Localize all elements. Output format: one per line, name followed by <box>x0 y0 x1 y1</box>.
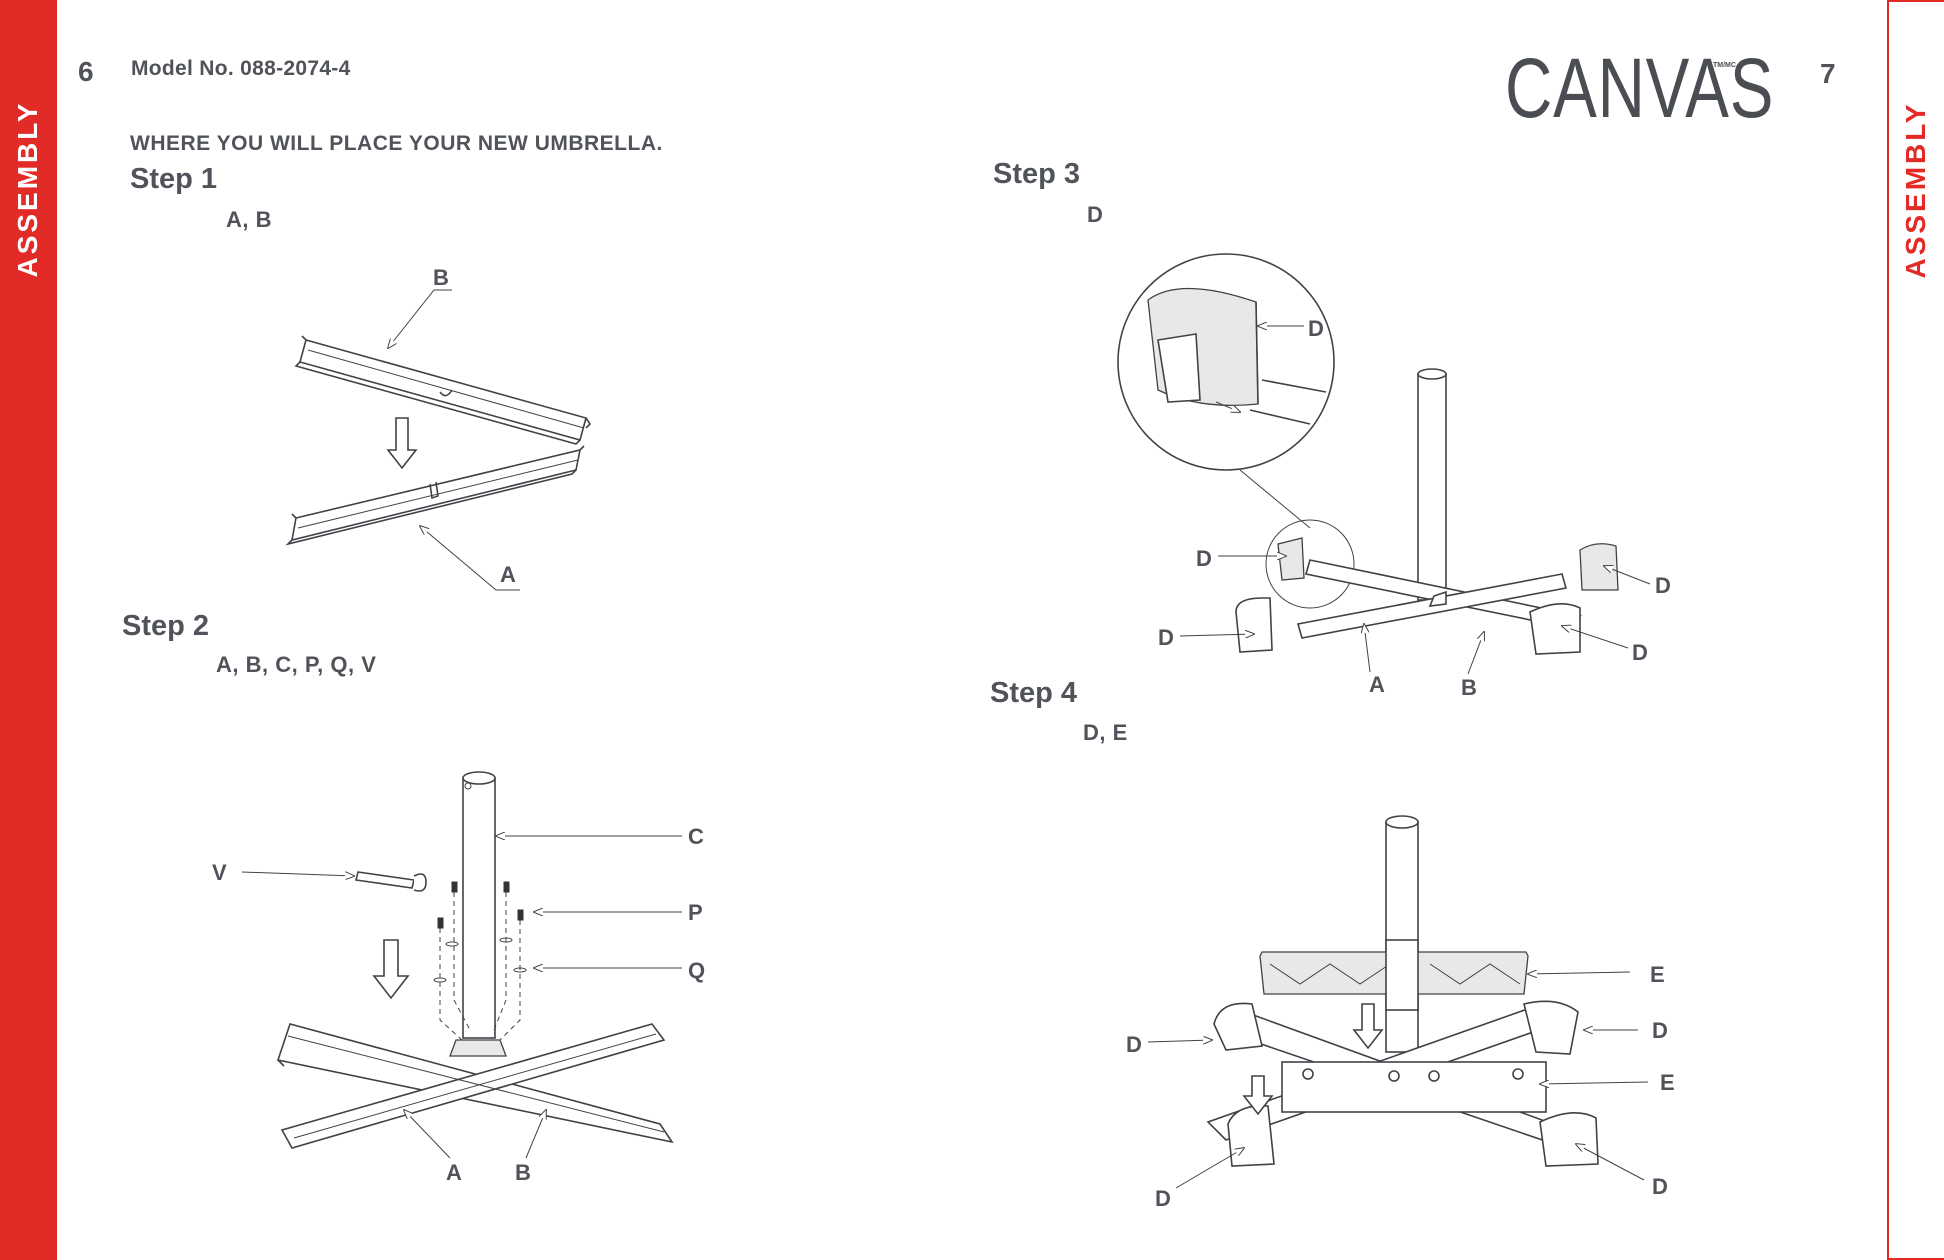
svg-text:B: B <box>515 1160 531 1185</box>
label-a-step2: A <box>404 1110 462 1185</box>
svg-text:E: E <box>1660 1070 1675 1095</box>
svg-text:C: C <box>688 824 704 849</box>
label-e-mid: E <box>1540 1070 1675 1095</box>
svg-text:B: B <box>1461 675 1477 700</box>
cross-base-step2 <box>278 1024 672 1148</box>
label-c: C <box>496 824 704 849</box>
svg-text:A: A <box>446 1160 462 1185</box>
svg-text:E: E <box>1650 962 1665 987</box>
pole-c <box>463 778 495 1038</box>
wrench-v: V <box>212 860 426 891</box>
svg-text:P: P <box>688 900 703 925</box>
svg-text:D: D <box>1655 573 1671 598</box>
step1-diagram: B A <box>288 265 590 590</box>
step2-diagram: C V P Q <box>212 772 705 1185</box>
svg-text:D: D <box>1196 546 1212 571</box>
svg-text:D: D <box>1652 1174 1668 1199</box>
svg-text:D: D <box>1632 640 1648 665</box>
rail-b <box>296 336 590 444</box>
step2-down-arrow <box>374 940 408 998</box>
label-q: Q <box>534 958 705 983</box>
step1-label-a: A <box>420 526 520 590</box>
step1-label-b: B <box>388 265 452 348</box>
weight-plate-e-mid <box>1282 1062 1546 1112</box>
label-b-step1: B <box>433 265 449 290</box>
pole-step3 <box>1418 374 1446 600</box>
svg-text:D: D <box>1652 1018 1668 1043</box>
rail-a <box>288 446 584 544</box>
pole-step4 <box>1386 822 1418 1052</box>
label-d-left: D <box>1126 1032 1212 1057</box>
svg-text:A: A <box>500 562 516 587</box>
svg-text:D: D <box>1158 625 1174 650</box>
svg-text:D: D <box>1126 1032 1142 1057</box>
label-p: P <box>534 900 703 925</box>
step1-down-arrow <box>388 418 416 468</box>
svg-text:D: D <box>1308 316 1324 341</box>
label-b-step3: B <box>1461 632 1484 700</box>
svg-text:D: D <box>1155 1186 1171 1211</box>
step4-diagram: E D D E D D <box>1126 816 1675 1211</box>
label-d-right: D <box>1584 1018 1668 1043</box>
label-b-step2: B <box>515 1110 546 1185</box>
label-a-step3: A <box>1364 624 1385 697</box>
svg-text:Q: Q <box>688 958 705 983</box>
label-e-top: E <box>1528 962 1665 987</box>
step3-diagram: D D D D D <box>1118 254 1671 700</box>
svg-text:V: V <box>212 860 227 885</box>
label-d-left-top: D <box>1196 546 1286 571</box>
svg-text:A: A <box>1369 672 1385 697</box>
